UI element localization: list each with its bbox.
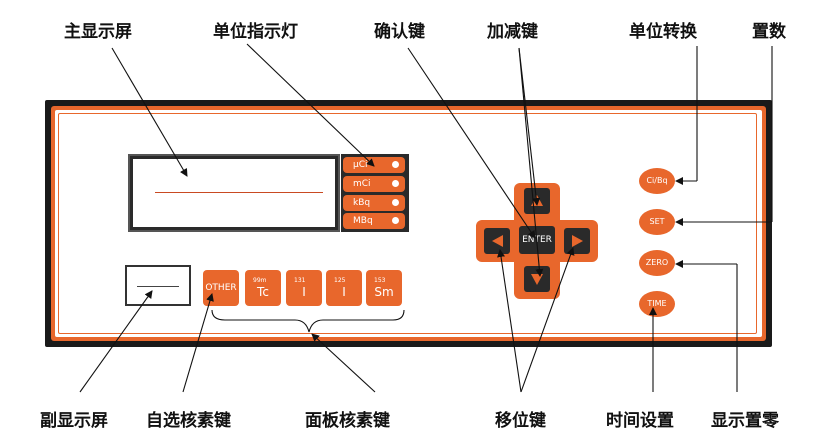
nuclide-symbol: I (342, 285, 346, 299)
main-display-readout-line (155, 192, 323, 193)
callout-shift-key: 移位键 (495, 411, 546, 431)
indicator-led-icon (392, 199, 399, 206)
set-button[interactable]: SET (639, 209, 675, 235)
unit-label: µCi (353, 160, 368, 170)
leader-main-display (111, 47, 188, 177)
leader-shift-right (520, 247, 575, 393)
callout-unit-indicator: 单位指示灯 (213, 22, 298, 42)
main-display (128, 154, 340, 232)
arrow-left-icon (492, 235, 503, 247)
time-button[interactable]: TIME (639, 291, 675, 317)
callout-main-display: 主显示屏 (64, 22, 132, 42)
unit-label: kBq (353, 198, 371, 208)
nuclide-mass-number: 99m (253, 277, 267, 284)
leader-unit-indicator (246, 43, 375, 167)
nuclide-mass-number: 131 (294, 277, 306, 284)
callout-unit-convert: 单位转换 (629, 22, 697, 42)
callout-set-value: 置数 (752, 22, 786, 42)
nuclide-mass-number: 153 (374, 277, 386, 284)
indicator-led-icon (392, 217, 399, 224)
callout-panel-nuclide-key: 面板核素键 (305, 411, 390, 431)
callout-sub-display: 副显示屏 (40, 411, 108, 431)
callout-confirm-key: 确认键 (374, 22, 425, 42)
nuclide-mass-number: 125 (334, 277, 346, 284)
sub-display-readout-line (137, 286, 179, 287)
unit-indicator-mbq: MBq (343, 213, 405, 229)
leader-confirm-key (407, 47, 536, 239)
nuclide-symbol: Sm (374, 285, 394, 299)
unit-label: MBq (353, 216, 373, 226)
callout-time-setting: 时间设置 (606, 411, 674, 431)
leader-panel-keys (311, 333, 376, 393)
callout-custom-nuclide-key: 自选核素键 (146, 411, 231, 431)
panel-keys-brace (211, 309, 405, 333)
indicator-led-icon (392, 161, 399, 168)
arrow-right-icon (572, 235, 583, 247)
unit-indicator-mci: mCi (343, 176, 405, 192)
unit-label: mCi (353, 179, 371, 189)
nuclide-symbol: I (302, 285, 306, 299)
unit-indicator-kbq: kBq (343, 195, 405, 211)
leader-plus-key (518, 47, 541, 206)
left-key[interactable] (484, 228, 510, 254)
panel-inner-line (58, 113, 757, 334)
leader-minus-key (518, 47, 544, 277)
indicator-led-icon (392, 180, 399, 187)
leader-shift-left (497, 249, 522, 393)
leader-sub-display (79, 290, 153, 393)
nuclide-symbol: Tc (257, 285, 269, 299)
main-display-screen (133, 159, 335, 227)
zero-button[interactable]: ZERO (639, 250, 675, 276)
ci-bq-button[interactable]: Ci/Bq (639, 168, 675, 194)
arrow-down-icon (531, 274, 543, 285)
sub-display (125, 265, 191, 306)
callout-plus-minus-key: 加减键 (487, 22, 538, 42)
leader-other-key (182, 293, 214, 393)
callout-display-zero: 显示置零 (711, 411, 779, 431)
